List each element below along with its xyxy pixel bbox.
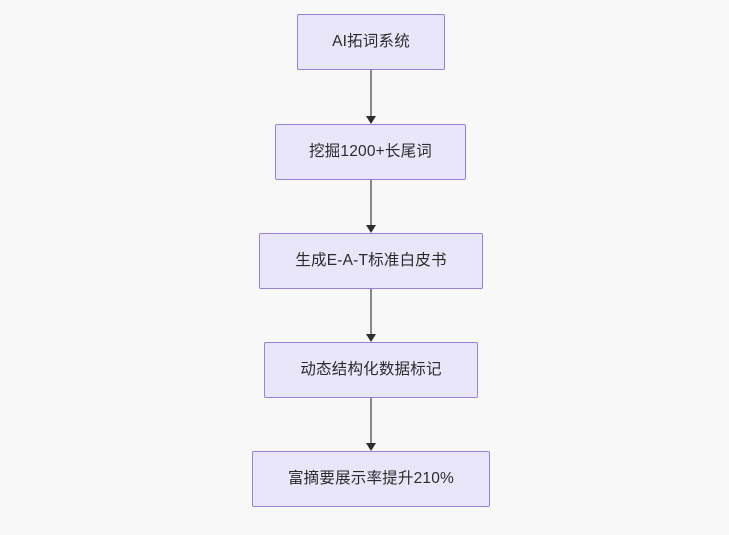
flow-node-dynamic-structured-data[interactable]: 动态结构化数据标记 [264,342,478,398]
arrowhead-icon [365,225,376,233]
edge-line [370,398,372,444]
flow-node-label: 动态结构化数据标记 [300,361,442,379]
flow-node-generate-eat-whitepaper[interactable]: 生成E-A-T标准白皮书 [259,233,483,289]
flow-node-ai-keyword-system[interactable]: AI拓词系统 [297,14,445,70]
edge-line [370,289,372,335]
flow-node-mine-longtail-keywords[interactable]: 挖掘1200+长尾词 [275,124,466,180]
edge-line [370,180,372,226]
flow-node-label: 富摘要展示率提升210% [287,470,455,488]
edge-connector-4 [365,398,376,451]
edge-connector-3 [365,289,376,342]
edge-line [370,70,372,117]
edge-connector-1 [365,70,376,124]
arrowhead-icon [365,443,376,451]
flow-node-rich-snippet-increase[interactable]: 富摘要展示率提升210% [252,451,490,507]
flow-node-label: 挖掘1200+长尾词 [308,143,433,161]
arrowhead-icon [365,116,376,124]
arrowhead-icon [365,334,376,342]
flow-node-label: 生成E-A-T标准白皮书 [295,252,447,270]
edge-connector-2 [365,180,376,233]
flow-node-label: AI拓词系统 [332,33,410,51]
